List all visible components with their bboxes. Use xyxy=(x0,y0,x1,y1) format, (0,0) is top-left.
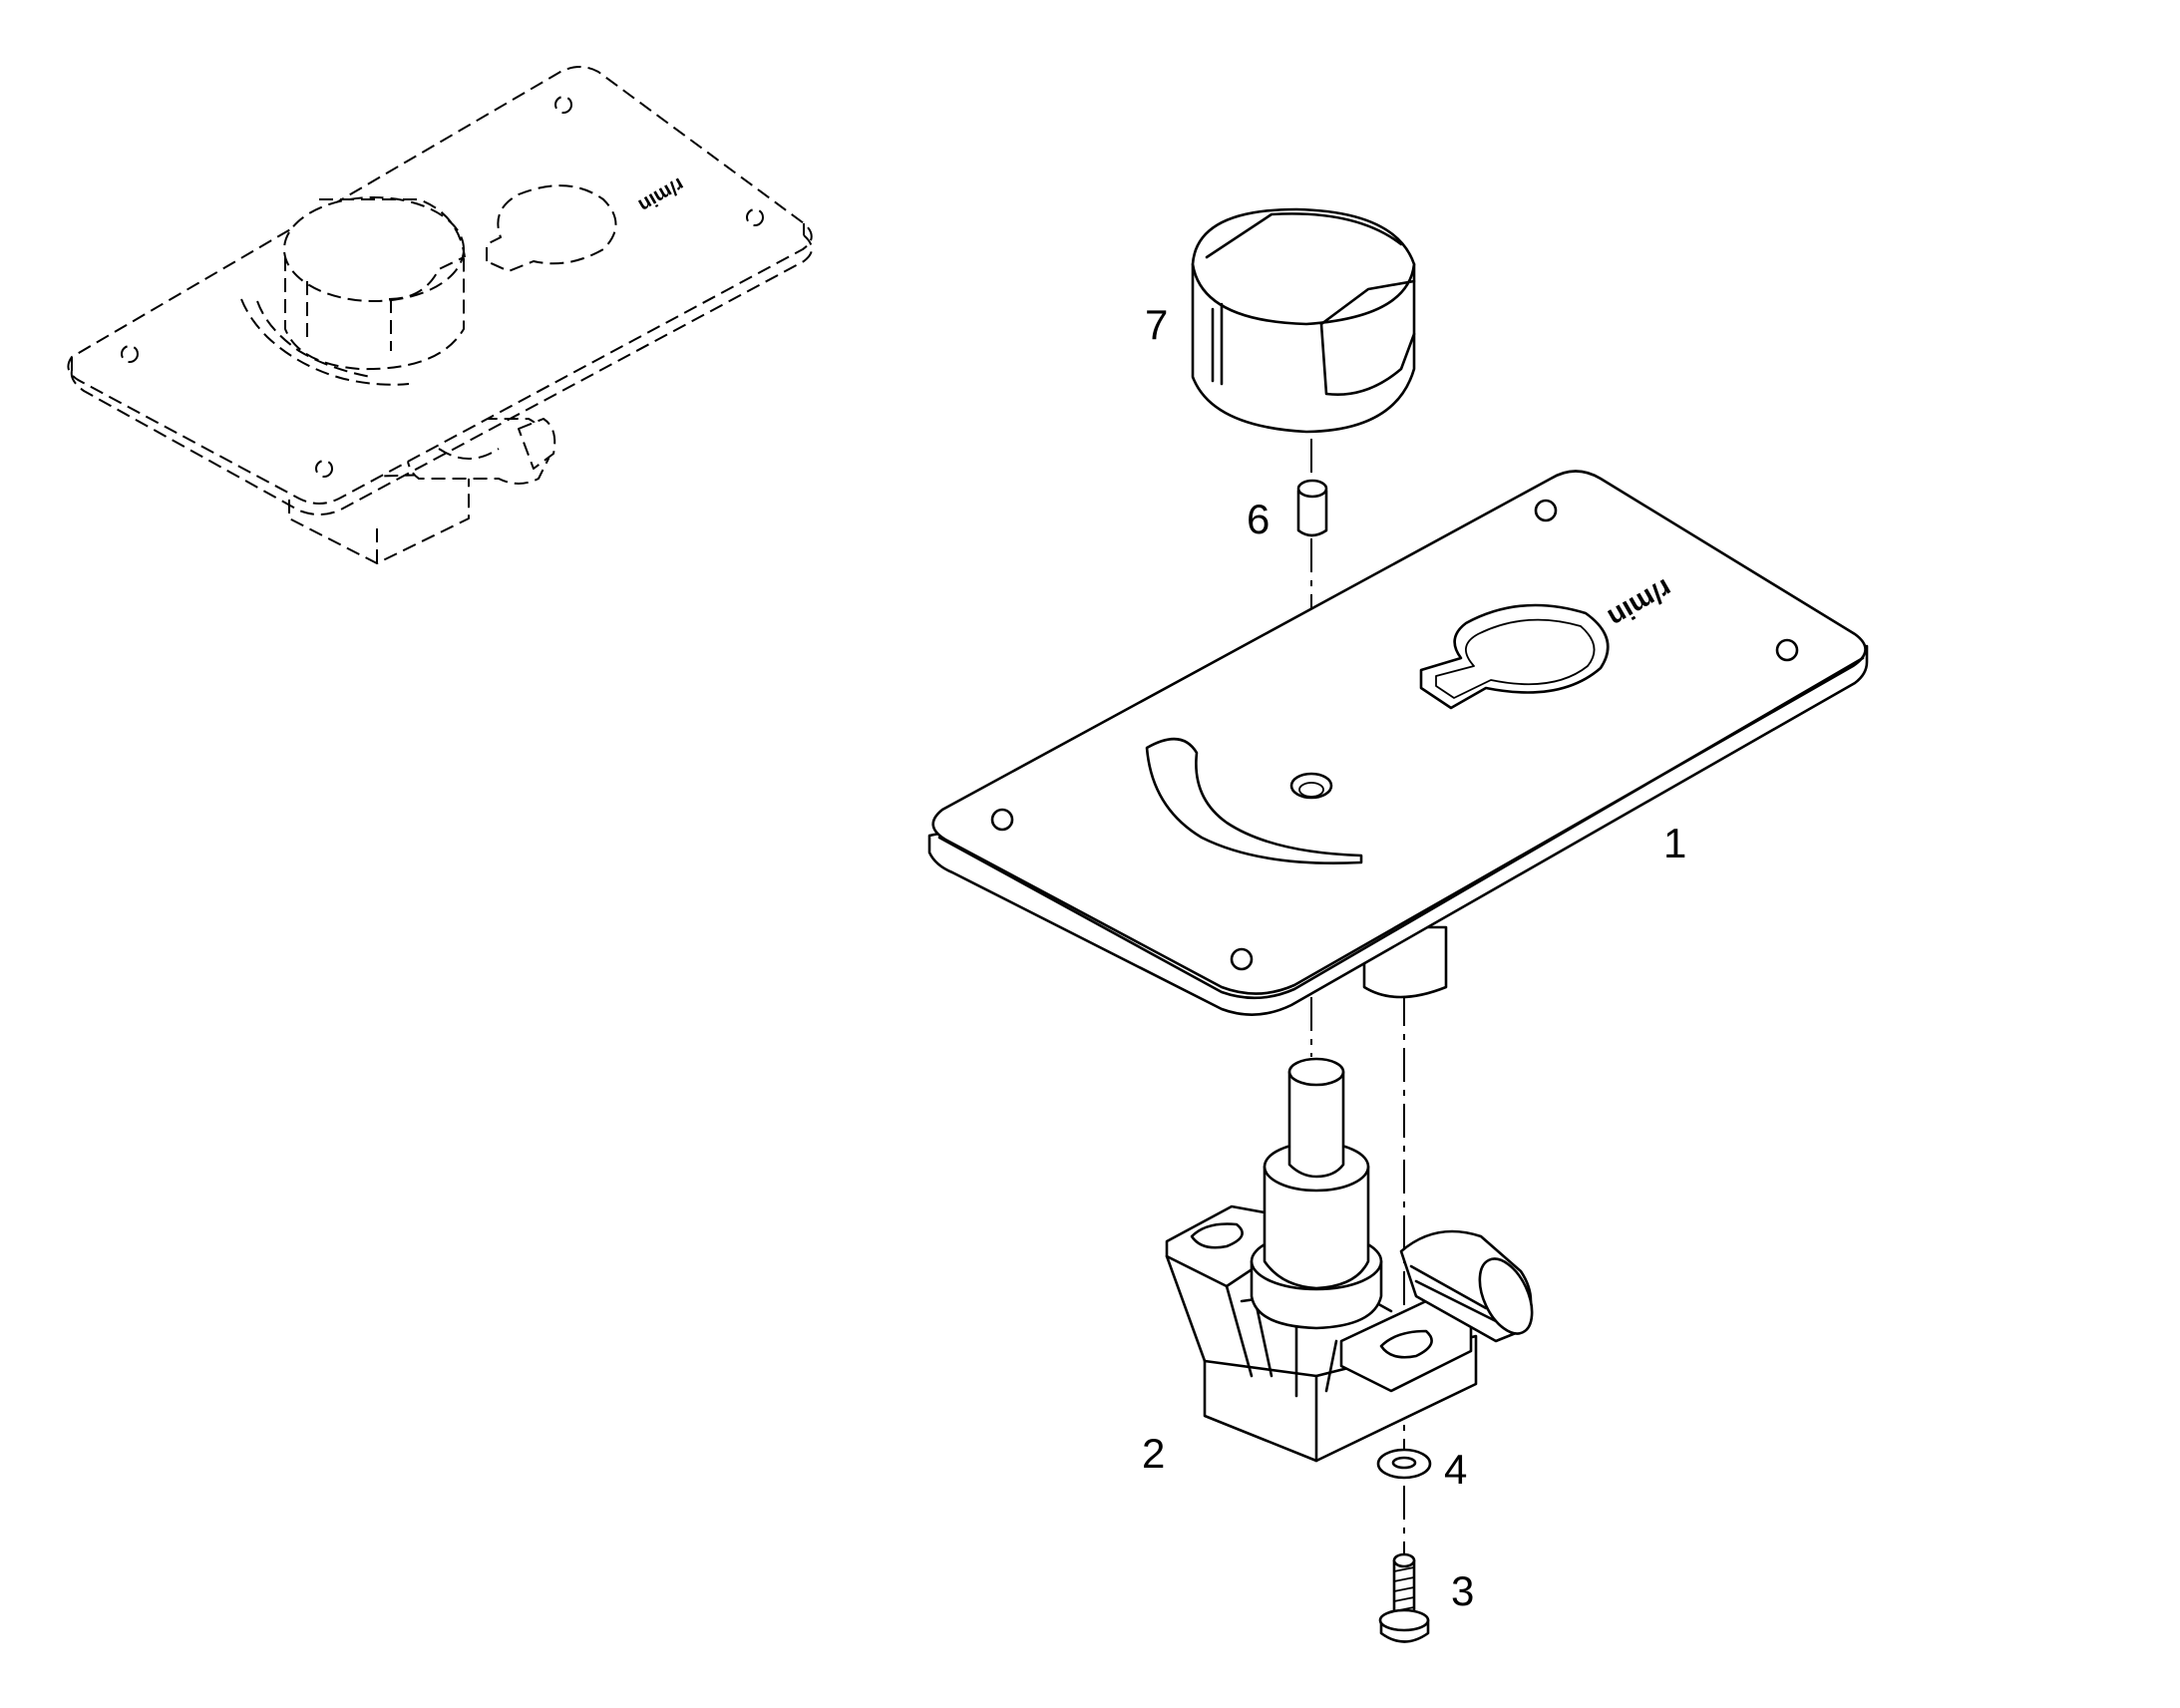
part-panel: r/min xyxy=(927,470,1869,1016)
callout-3: 3 xyxy=(1451,1567,1474,1614)
part-knob xyxy=(1191,207,1416,434)
part-switch xyxy=(1165,1057,1534,1463)
assembled-knob xyxy=(283,196,466,371)
exploded-view: r/min xyxy=(927,207,1869,1643)
callout-6: 7 xyxy=(1145,301,1168,348)
part-pin xyxy=(1296,479,1328,537)
callout-2: 2 xyxy=(1142,1430,1165,1477)
part-screw xyxy=(1378,1552,1430,1643)
callout-1: 1 xyxy=(1663,820,1686,866)
callout-4: 4 xyxy=(1444,1446,1467,1493)
assembled-view: r/min xyxy=(67,66,813,564)
callout-7: 6 xyxy=(1247,496,1270,542)
part-washer xyxy=(1376,1448,1432,1480)
callouts: 7 6 1 2 4 3 xyxy=(1142,301,1686,1614)
